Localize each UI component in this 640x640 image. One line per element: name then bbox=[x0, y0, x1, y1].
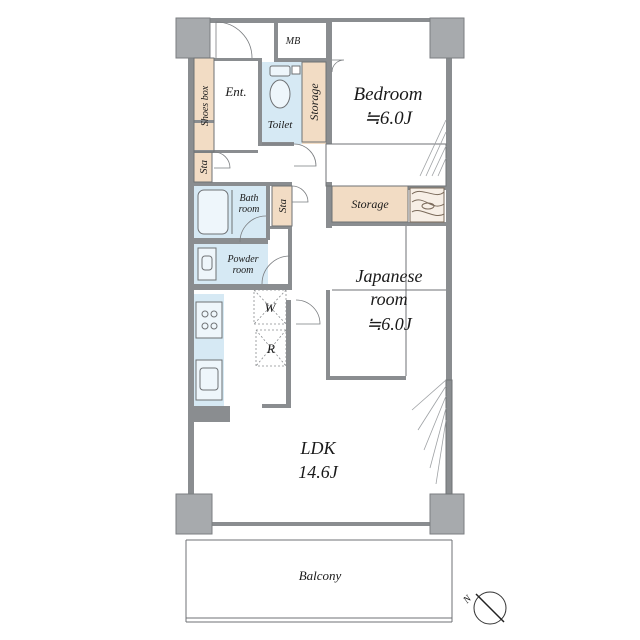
toilet-icon bbox=[269, 65, 301, 109]
shoes-box-fill bbox=[194, 58, 214, 152]
pillar-sw bbox=[175, 493, 213, 535]
room-outlines bbox=[185, 57, 453, 623]
door-swings bbox=[213, 21, 345, 325]
storage-mid-label: Storage bbox=[351, 197, 389, 211]
toilet-label: Toilet bbox=[268, 119, 294, 131]
bathtub-icon bbox=[197, 189, 233, 235]
powder-label-2: room bbox=[233, 265, 254, 276]
japanese-label-2: room bbox=[370, 289, 407, 309]
washbasin-icon bbox=[197, 247, 217, 281]
sta-2-label: Sta bbox=[277, 198, 289, 213]
japanese-size-label: ≒6.0J bbox=[366, 314, 413, 334]
wood-grain-icon bbox=[409, 187, 445, 223]
sta-1-fill bbox=[194, 152, 212, 182]
pillar-ne bbox=[429, 17, 465, 59]
pillar-nw bbox=[175, 17, 211, 59]
bath-label-2: room bbox=[239, 204, 260, 215]
fridge-space bbox=[255, 329, 287, 367]
sta-2-fill bbox=[272, 186, 292, 226]
balcony-label: Balcony bbox=[299, 568, 342, 583]
storage-hall-fill bbox=[302, 62, 326, 144]
compass-icon: N bbox=[461, 591, 507, 625]
wall-west bbox=[188, 58, 194, 500]
washer-label: W bbox=[265, 300, 277, 315]
stove-icon bbox=[195, 301, 223, 339]
ldk-label: LDK bbox=[299, 438, 336, 458]
kitchen-sink-icon bbox=[195, 359, 223, 401]
japanese-label: Japanese bbox=[356, 266, 423, 286]
washer-space bbox=[253, 289, 287, 325]
wall-north-b bbox=[332, 18, 430, 22]
storage-mid-fill bbox=[332, 186, 408, 222]
wall-north-a bbox=[210, 18, 332, 23]
compass-north-label: N bbox=[461, 592, 475, 606]
bedroom-label: Bedroom bbox=[354, 84, 423, 105]
entrance-label: Ent. bbox=[224, 84, 246, 99]
wall-east bbox=[446, 58, 452, 500]
fridge-label: R bbox=[266, 341, 275, 356]
powder-label: Powder bbox=[226, 254, 258, 265]
sta-1-label: Sta bbox=[198, 159, 210, 174]
mb-label: MB bbox=[285, 36, 300, 47]
window-hatch bbox=[411, 119, 447, 485]
storage-hall-label: Storage bbox=[307, 83, 321, 121]
ldk-size-label: 14.6J bbox=[298, 462, 339, 482]
shoes-box-label: Shoes box bbox=[200, 85, 211, 126]
pillar-se bbox=[429, 493, 465, 535]
bedroom-size-label: ≒6.0J bbox=[364, 108, 414, 129]
wall-south bbox=[212, 522, 430, 526]
bath-label: Bath bbox=[240, 193, 259, 204]
interior-walls bbox=[194, 22, 446, 422]
